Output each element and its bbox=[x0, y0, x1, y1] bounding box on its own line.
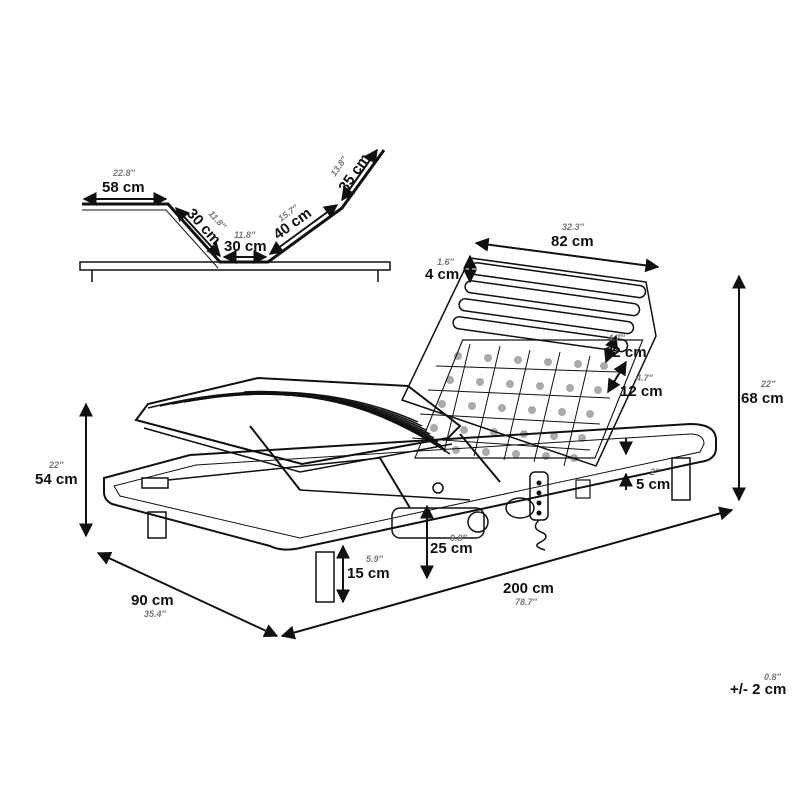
leg-back-right bbox=[671, 457, 691, 501]
dim-total-height-in: 22″ bbox=[760, 379, 776, 389]
dim-width-in: 35.4″ bbox=[144, 609, 167, 619]
dim-length-in: 78.7″ bbox=[515, 597, 538, 607]
remote-button bbox=[536, 500, 542, 506]
dim-frame-height-in: 22″ bbox=[48, 460, 64, 470]
motor-wheel bbox=[467, 511, 489, 533]
profile-diagram: 22.8″ 58 cm 11.8″ 30 cm 11.8″ 30 cm 15.7… bbox=[79, 148, 391, 282]
dim-pad-b-in: 4.7″ bbox=[635, 373, 654, 383]
remote-button bbox=[536, 510, 542, 516]
bed-legs bbox=[147, 457, 691, 603]
dim-width-arrow bbox=[96, 551, 279, 638]
dimension-annotations: 32.3″ 82 cm 1.6″ 4 cm 4.7″ 12 cm 4.7″ 12… bbox=[35, 222, 786, 698]
profile-head-in: 22.8″ bbox=[112, 168, 136, 178]
dim-frame-thickness-in: 2″ bbox=[649, 467, 660, 477]
motor-housing bbox=[391, 507, 485, 539]
bed-drawing bbox=[103, 257, 717, 603]
dim-length-arrow bbox=[280, 506, 734, 640]
motor-unit bbox=[391, 497, 535, 539]
tolerance-cm: +/- 2 cm bbox=[730, 681, 786, 698]
dim-length-cm: 200 cm bbox=[503, 580, 554, 597]
profile-middle-in: 11.8″ bbox=[234, 230, 256, 240]
cross-rail-end bbox=[141, 477, 169, 489]
dim-pad-a-cm: 12 cm bbox=[604, 344, 647, 361]
leg-front-right bbox=[315, 551, 335, 603]
dim-pad-a-arrow bbox=[603, 334, 619, 364]
dim-slat-depth-cm: 4 cm bbox=[425, 266, 459, 283]
dim-backrest-width-in: 32.3″ bbox=[562, 222, 585, 232]
backrest bbox=[400, 257, 657, 467]
dim-frame-thickness-cm: 5 cm bbox=[636, 476, 670, 493]
remote-button bbox=[536, 490, 542, 496]
dim-leg-height-in: 5.9″ bbox=[366, 554, 384, 564]
remote-cable bbox=[534, 519, 547, 551]
base-frame-inner bbox=[113, 433, 705, 539]
profile-left-arrow bbox=[175, 206, 221, 258]
dim-frame-height-cm: 54 cm bbox=[35, 471, 78, 488]
dim-pad-b-arrow bbox=[607, 360, 627, 394]
dim-backrest-width-arrow bbox=[474, 237, 660, 273]
profile-middle-cm: 30 cm bbox=[224, 238, 267, 255]
tolerance-in: 0.8″ bbox=[764, 672, 782, 682]
leg-deck-frame bbox=[134, 376, 462, 466]
zone-pad-pattern bbox=[430, 352, 608, 462]
dim-pad-a-in: 4.7″ bbox=[607, 333, 626, 343]
remote-button bbox=[536, 480, 542, 486]
leg-slat-deck bbox=[134, 376, 462, 473]
dim-leg-height-cm: 15 cm bbox=[347, 565, 390, 582]
backrest-frame bbox=[400, 257, 657, 467]
profile-head-cm: 58 cm bbox=[102, 179, 145, 196]
leg-back-mid bbox=[575, 479, 591, 499]
profile-top-arrow bbox=[341, 148, 378, 202]
dim-pad-b-cm: 12 cm bbox=[620, 383, 663, 400]
dim-backrest-width-cm: 82 cm bbox=[551, 233, 594, 250]
profile-right-arrow bbox=[268, 204, 339, 255]
leg-front-left bbox=[147, 511, 167, 539]
dim-width-cm: 90 cm bbox=[131, 592, 174, 609]
dim-slat-depth-in: 1.6″ bbox=[437, 257, 455, 267]
dim-clearance-cm: 25 cm bbox=[430, 540, 473, 557]
base-frame-outer bbox=[103, 422, 717, 551]
dim-total-height-cm: 68 cm bbox=[741, 390, 784, 407]
